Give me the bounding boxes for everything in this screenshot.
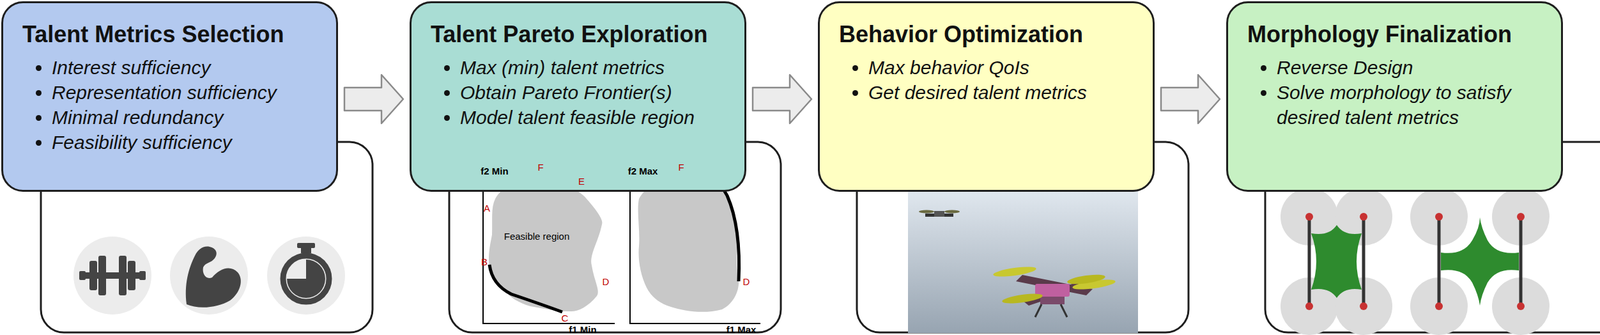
- stage-box: Behavior OptimizationMax behavior QoIsGe…: [817, 1, 1155, 192]
- bullet-item: Minimal redundancy: [51, 104, 321, 130]
- axis-label: f1 Min: [568, 324, 597, 335]
- point-label: F: [537, 162, 544, 174]
- block-arrow: [752, 74, 812, 124]
- point-label: C: [561, 313, 569, 324]
- arm-icon: [169, 236, 248, 315]
- bullet-list: Max (min) talent metricsObtain Pareto Fr…: [430, 54, 730, 130]
- bullet-item: Get desired talent metrics: [868, 79, 1138, 105]
- point-label: D: [602, 276, 610, 288]
- stopwatch-icon: [267, 236, 346, 315]
- point-label: B: [481, 256, 488, 268]
- simulation-image: [907, 186, 1139, 333]
- block-arrow: [344, 74, 404, 124]
- stage-box: Morphology FinalizationReverse DesignSol…: [1226, 1, 1563, 192]
- bullet-list: Interest sufficiencyRepresentation suffi…: [22, 54, 321, 155]
- bullet-list: Reverse DesignSolve morphology to satisf…: [1247, 54, 1546, 130]
- stage-title: Morphology Finalization: [1247, 19, 1546, 49]
- bullet-item: Max behavior QoIs: [868, 54, 1138, 80]
- stage-box: Talent Metrics SelectionInterest suffici…: [1, 1, 339, 192]
- block-arrow: [1161, 74, 1220, 124]
- axis-label: f2 Min: [480, 166, 508, 177]
- bullet-item: Interest sufficiency: [51, 54, 321, 80]
- axis-label: Feasible region: [504, 231, 570, 243]
- stage-title: Talent Metrics Selection: [22, 19, 321, 49]
- axis-label: f1 Max: [726, 324, 757, 335]
- axis-label: f2 Max: [628, 166, 659, 177]
- point-label: D: [743, 276, 751, 288]
- pareto-chart-max: [630, 173, 761, 324]
- stage-title: Behavior Optimization: [838, 19, 1138, 49]
- bullet-item: Solve morphology to satisfy desired tale…: [1276, 79, 1546, 130]
- small-drone: [918, 210, 960, 218]
- morphology-wide: [1410, 187, 1550, 335]
- stage-title: Talent Pareto Exploration: [430, 19, 730, 49]
- large-drone: [992, 264, 1116, 317]
- point-label: F: [677, 162, 684, 174]
- bullet-item: Obtain Pareto Frontier(s): [460, 79, 730, 105]
- bullet-list: Max behavior QoIsGet desired talent metr…: [838, 54, 1138, 105]
- point-label: E: [578, 176, 585, 188]
- bullet-item: Reverse Design: [1276, 54, 1546, 80]
- pareto-chart-min: [483, 173, 615, 324]
- bullet-item: Feasibility sufficiency: [51, 129, 321, 155]
- bullet-item: Representation sufficiency: [51, 79, 321, 105]
- bullet-item: Model talent feasible region: [460, 104, 730, 130]
- morphology-narrow: [1280, 187, 1393, 335]
- stage-box: Talent Pareto ExplorationMax (min) talen…: [409, 1, 747, 192]
- dumbbell-icon: [73, 236, 152, 315]
- point-label: A: [483, 203, 491, 215]
- bullet-item: Max (min) talent metrics: [460, 54, 730, 80]
